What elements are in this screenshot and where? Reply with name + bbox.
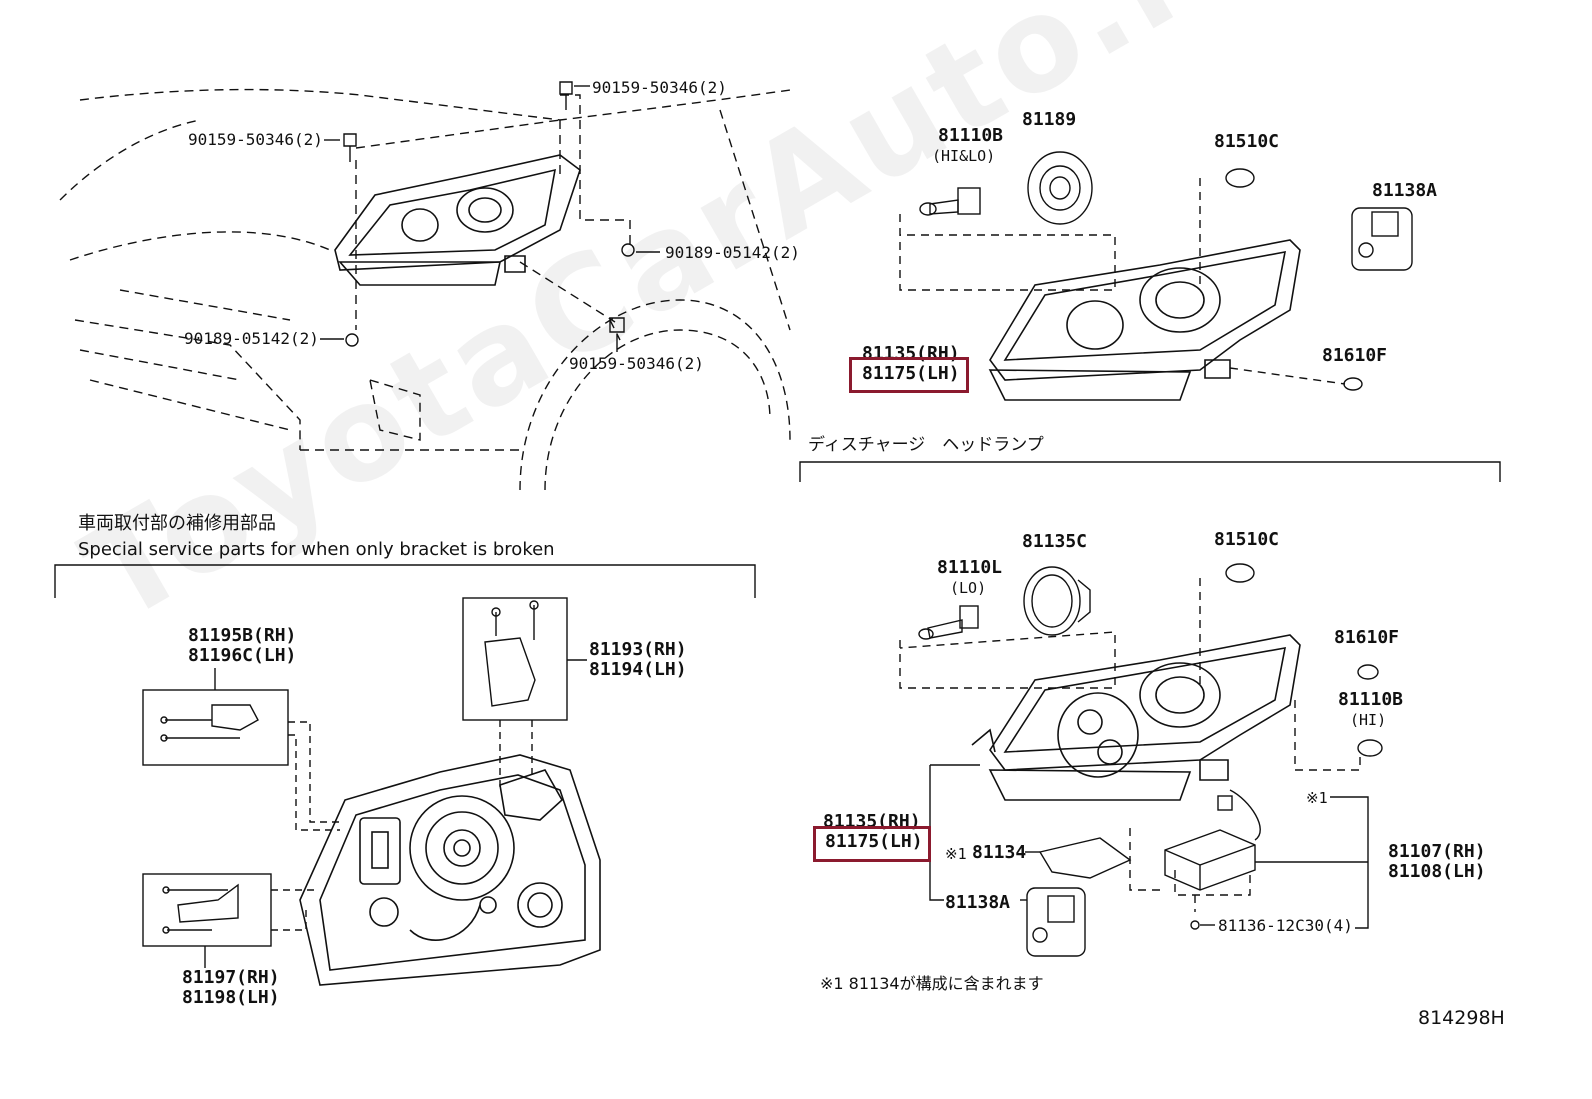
label-81195b-rh: 81195B(RH) [188, 625, 297, 646]
ballast-81107 [1164, 789, 1261, 891]
headlamp-rear-view [299, 754, 601, 986]
label-81110b: 81110B [938, 125, 1004, 146]
label-81110l-note: (LO) [950, 579, 987, 597]
label-81189: 81189 [1022, 109, 1077, 130]
label-81610f-bottom: 81610F [1334, 627, 1400, 648]
special-solid-leaders [204, 659, 587, 968]
special-title-en: Special service parts for when only brac… [78, 539, 555, 560]
label-81194-lh: 81194(LH) [589, 659, 687, 680]
box-81195b [142, 689, 289, 766]
label-81510c-bottom: 81510C [1214, 529, 1280, 550]
label-81110b-bottom-note: (HI) [1350, 711, 1387, 729]
label-bolt-top-right: 90159-50346(2) [592, 78, 727, 97]
box-81193 [462, 597, 568, 721]
label-81110b-note: (HI&LO) [932, 147, 996, 165]
label-bolt-top-left: 90159-50346(2) [188, 130, 323, 149]
label-81136-screw: 81136-12C30(4) [1218, 916, 1353, 935]
special-bracket [54, 564, 756, 598]
bracket-parts-drawing [160, 600, 539, 934]
box-81197 [142, 873, 272, 947]
highlight-81175-bottom [813, 826, 931, 862]
label-81175-lh-bottom: 81175(LH) [825, 831, 923, 852]
label-clip-left: 90189-05142(2) [184, 329, 319, 348]
bulb-81610f-bottom [1357, 664, 1379, 680]
bulb-81510c-top [1225, 168, 1255, 188]
socket-81138a-top [1351, 207, 1413, 271]
label-81197-rh: 81197(RH) [182, 967, 280, 988]
gasket-81134 [1038, 837, 1132, 879]
bulb-81510c-bottom [1225, 563, 1255, 583]
label-81134: 81134 [972, 842, 1027, 863]
label-note-marker-gasket: ※1 [945, 845, 967, 863]
label-81175-lh-top: 81175(LH) [862, 363, 960, 384]
discharge-headlamp-title: ディスチャージ ヘッドランプ [808, 435, 1044, 455]
label-81108-lh: 81108(LH) [1388, 861, 1486, 882]
label-bolt-bottom: 90159-50346(2) [569, 354, 704, 373]
footnote: ※1 81134が構成に含まれます [820, 974, 1044, 993]
label-clip-right: 90189-05142(2) [665, 243, 800, 262]
label-81196c-lh: 81196C(LH) [188, 645, 297, 666]
headlamp-halogen [988, 239, 1301, 401]
label-note-marker-ballast: ※1 [1306, 789, 1328, 807]
label-81138a-top: 81138A [1372, 180, 1438, 201]
label-81610f-top: 81610F [1322, 345, 1388, 366]
socket-81138a-bottom [1026, 887, 1086, 957]
bulb-81110b [919, 187, 981, 216]
special-title-jp: 車両取付部の補修用部品 [78, 513, 276, 534]
label-81135c: 81135C [1022, 531, 1088, 552]
bottom-right-leaders [899, 578, 1361, 912]
label-81110l: 81110L [937, 557, 1003, 578]
cap-81135c [1023, 566, 1091, 636]
vehicle-front-drawing [59, 88, 791, 491]
top-right-leaders [899, 178, 1346, 385]
label-81510c-top: 81510C [1214, 131, 1280, 152]
bulb-81110b-bottom [1357, 739, 1383, 757]
bottom-right-solid-leaders [929, 764, 1369, 930]
cap-81189 [1027, 151, 1093, 225]
headlamp-discharge [971, 634, 1301, 801]
label-81193-rh: 81193(RH) [589, 639, 687, 660]
top-left-fasteners [320, 81, 660, 352]
label-81110b-bottom: 81110B [1338, 689, 1404, 710]
discharge-bracket [799, 461, 1501, 482]
label-81198-lh: 81198(LH) [182, 987, 280, 1008]
bulb-81610f-top [1343, 377, 1363, 391]
headlamp-in-vehicle [334, 154, 581, 286]
special-leaders [271, 720, 533, 931]
bulb-81110l [918, 605, 979, 640]
label-81138a-bottom: 81138A [945, 892, 1011, 913]
diagram-code: 814298H [1418, 1007, 1505, 1029]
highlight-81175-top [849, 357, 969, 393]
label-81107-rh: 81107(RH) [1388, 841, 1486, 862]
